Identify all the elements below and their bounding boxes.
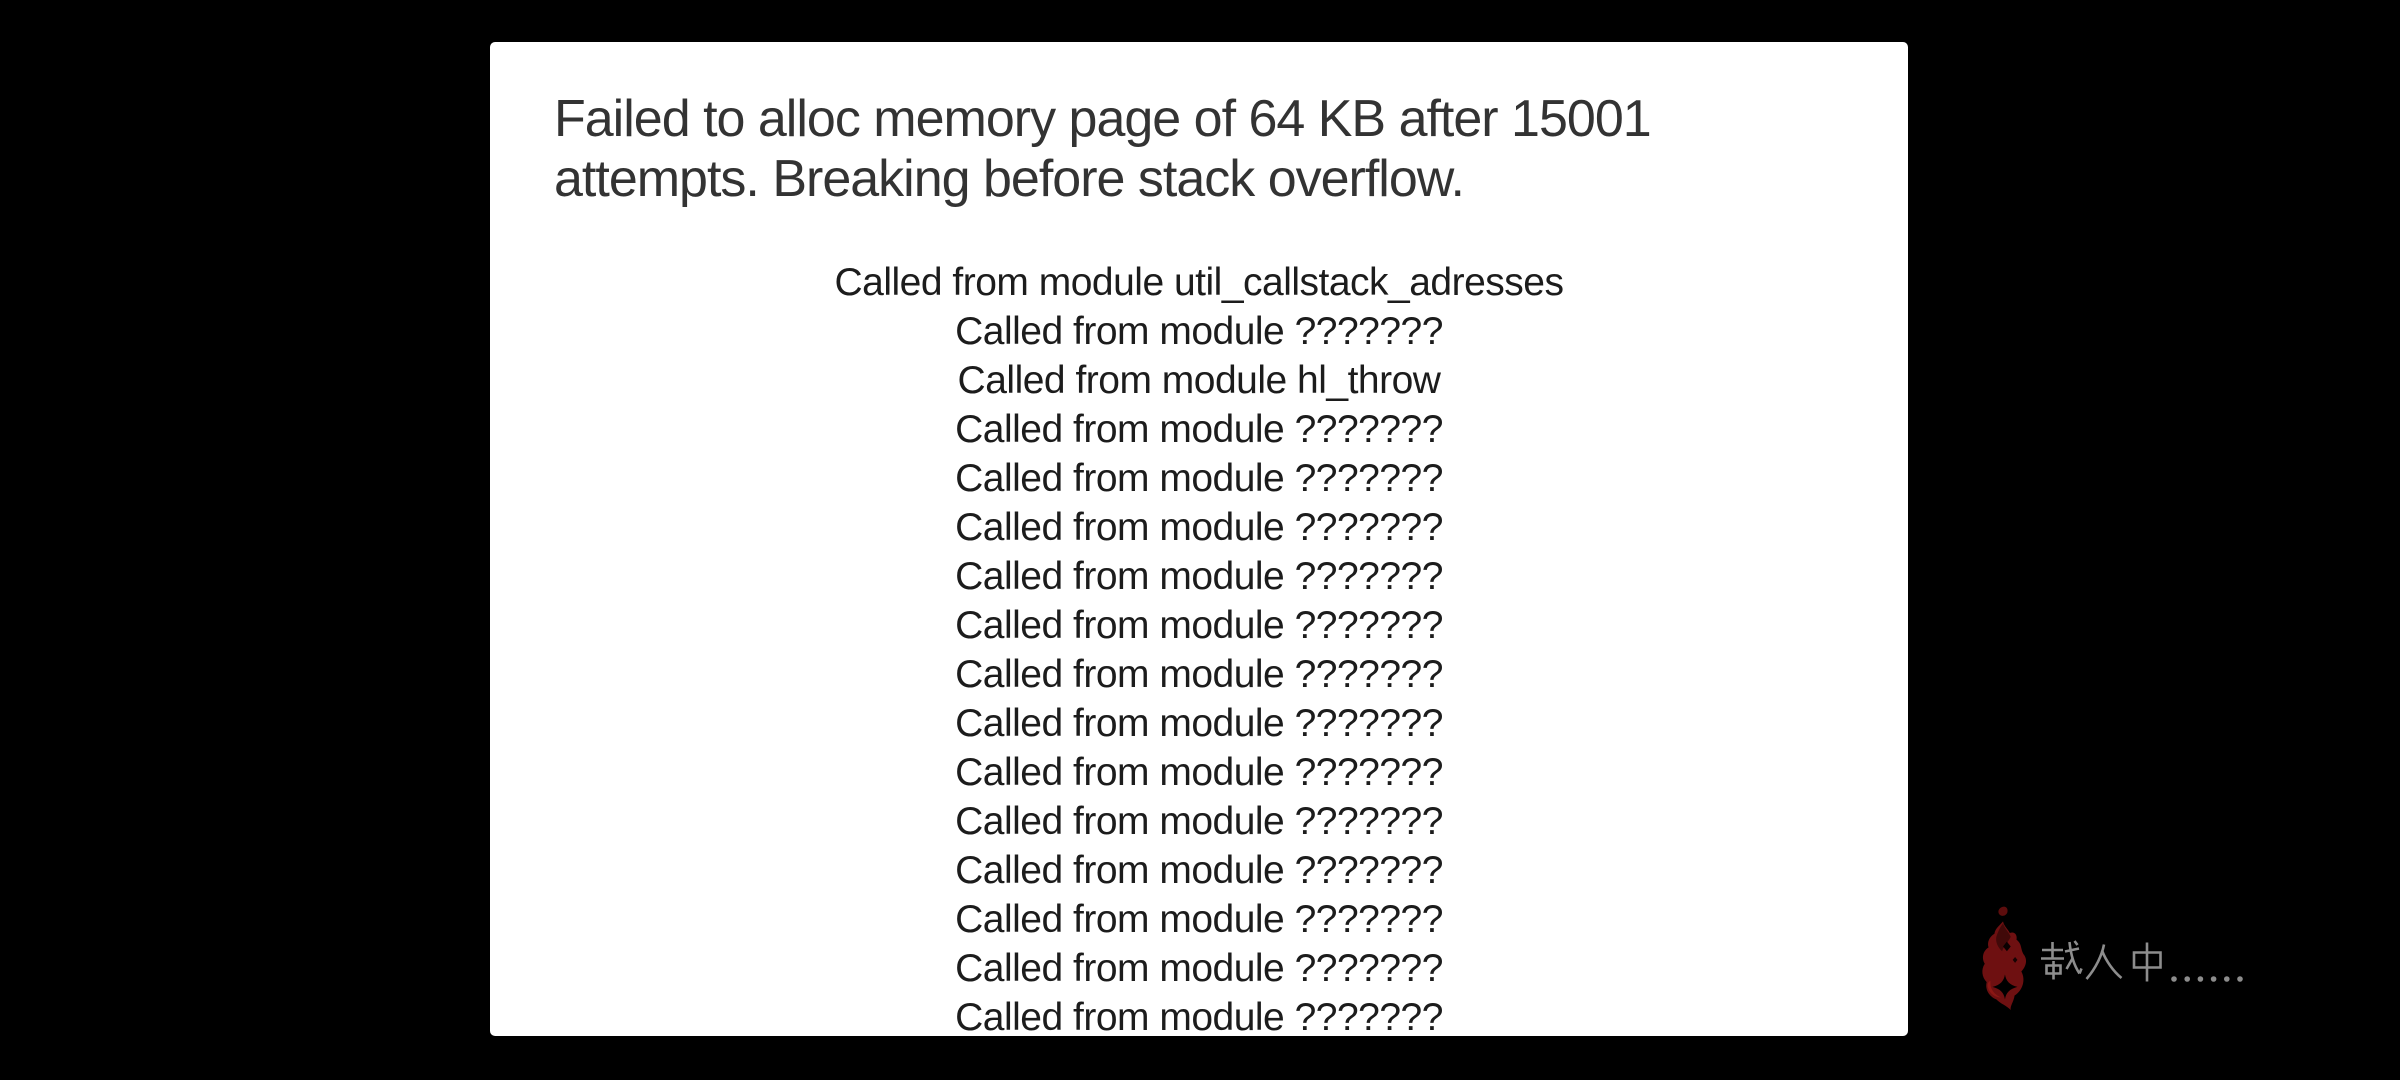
callstack-line: Called from module ??????? — [955, 408, 1443, 451]
callstack-line: Called from module ??????? — [955, 506, 1443, 549]
callstack-line: Called from module ??????? — [955, 996, 1443, 1036]
callstack-line: Called from module ??????? — [955, 849, 1443, 892]
loading-flame-icon — [1982, 906, 2027, 1010]
callstack-line: Called from module ??????? — [955, 947, 1443, 990]
crash-title-line-2: attempts. Breaking before stack overflow… — [554, 150, 1465, 208]
callstack-line: Called from module ??????? — [955, 751, 1443, 794]
callstack-line: Called from module ??????? — [955, 457, 1443, 500]
callstack-line: Called from module hl_throw — [957, 359, 1441, 402]
crash-dialog: Failed to alloc memory page of 64 KB aft… — [490, 42, 1908, 1036]
callstack-line: Called from module ??????? — [955, 800, 1443, 843]
callstack-line: Called from module ??????? — [955, 604, 1443, 647]
loading-indicator: 载入中…… — [1978, 903, 2258, 1017]
crash-title-line-1: Failed to alloc memory page of 64 KB aft… — [554, 90, 1652, 148]
callstack-line: Called from module ??????? — [955, 898, 1443, 941]
callstack-list: Called from module util_callstack_adress… — [490, 258, 1908, 1036]
callstack-line: Called from module ??????? — [955, 310, 1443, 353]
callstack-line: Called from module ??????? — [955, 653, 1443, 696]
callstack-line: Called from module ??????? — [955, 555, 1443, 598]
ellipsis-dots — [2171, 976, 2243, 982]
callstack-line: Called from module ??????? — [955, 702, 1443, 745]
callstack-line: Called from module util_callstack_adress… — [834, 261, 1564, 304]
crash-title: Failed to alloc memory page of 64 KB aft… — [554, 89, 1652, 209]
loading-label-text: 载入中…… — [2041, 940, 2243, 982]
